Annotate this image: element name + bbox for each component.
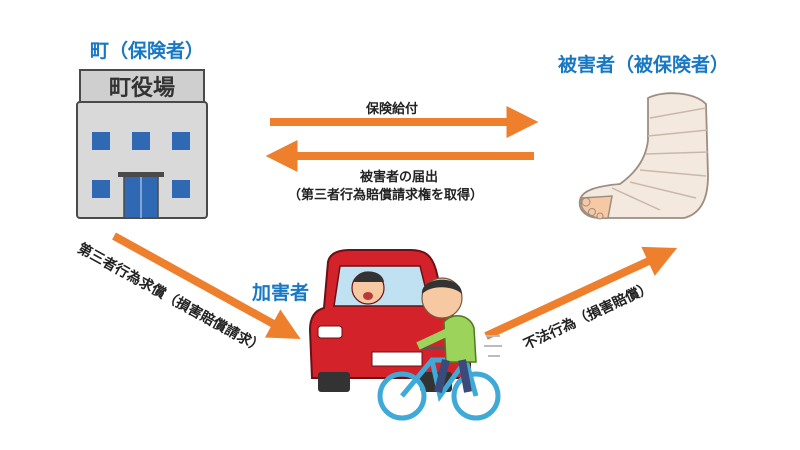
report-flow-label: 被害者の届出 — [360, 170, 439, 185]
bicycle-rider-icon — [377, 277, 502, 421]
tort-arrow — [484, 246, 678, 340]
report-flow-sublabel: （第三者行為賠償請求権を取得） — [288, 188, 484, 203]
town-hall-sign: 町役場 — [109, 76, 175, 101]
claim-arrow — [112, 232, 301, 339]
insured-label: 被害者（被保険者） — [558, 54, 730, 76]
town-hall-icon: 町役場 — [76, 69, 208, 219]
benefit-flow-label: 保険給付 — [366, 102, 419, 117]
perpetrator-label: 加害者 — [252, 282, 310, 304]
insurer-label: 町（保険者） — [90, 40, 205, 62]
bandaged-foot-icon — [578, 92, 709, 220]
